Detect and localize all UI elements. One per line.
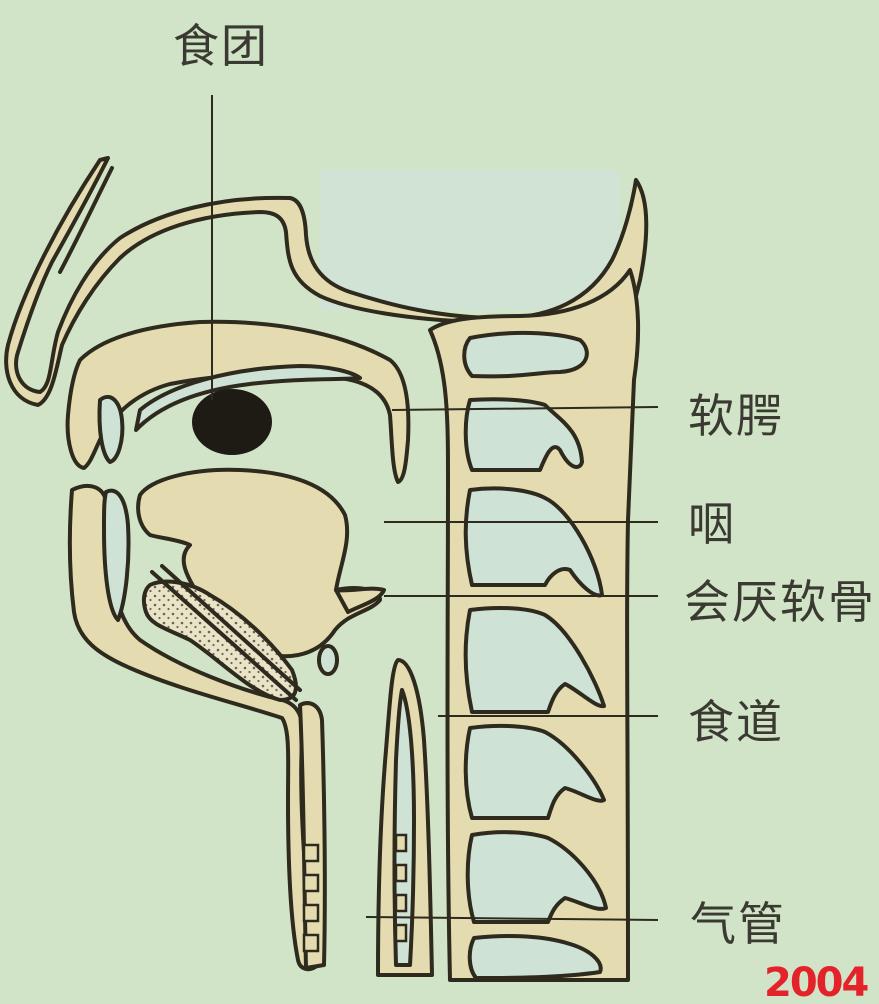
watermark-year: 2004 bbox=[764, 960, 867, 1004]
larynx-ring-1 bbox=[396, 835, 406, 851]
vallecula-oval bbox=[319, 646, 337, 674]
upper-teeth bbox=[99, 397, 122, 462]
larynx-ring-2 bbox=[396, 865, 406, 881]
label-soft-palate: 软腭 bbox=[688, 389, 784, 443]
trachea-ring-2 bbox=[304, 875, 318, 891]
label-trachea: 气管 bbox=[690, 897, 786, 951]
cavity-tint bbox=[320, 170, 620, 310]
esophagus-wall bbox=[300, 703, 325, 968]
larynx-ring-4 bbox=[396, 925, 406, 941]
food-bolus bbox=[192, 389, 272, 455]
label-epiglottis: 会厌软骨 bbox=[684, 575, 876, 629]
larynx-ring-3 bbox=[396, 895, 406, 911]
label-esophagus: 食道 bbox=[688, 695, 784, 749]
vertebra-1 bbox=[464, 333, 587, 377]
trachea-ring-3 bbox=[304, 905, 318, 921]
label-bolus: 食团 bbox=[173, 19, 269, 73]
label-pharynx: 咽 bbox=[688, 497, 736, 551]
trachea-ring-4 bbox=[304, 935, 318, 951]
trachea-ring-1 bbox=[304, 845, 318, 861]
